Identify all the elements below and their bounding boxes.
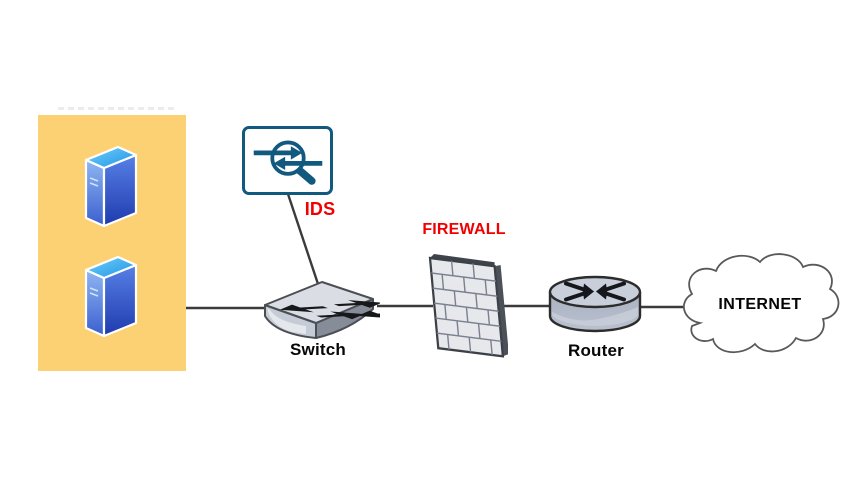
server-icon	[84, 145, 138, 228]
switch-arrows	[279, 300, 380, 320]
router-icon	[548, 275, 642, 333]
internet-label: INTERNET	[718, 296, 802, 313]
ids-sensor-box	[242, 126, 333, 195]
edge-lines	[186, 193, 700, 310]
firewall-brick-wall-icon	[428, 254, 508, 358]
ids-magnifier-arrows-icon	[253, 140, 322, 185]
internet-cloud-icon	[683, 253, 840, 353]
firewall-label: FIREWALL	[422, 221, 506, 238]
router-arrows	[564, 281, 626, 302]
edge-ids-switch	[286, 193, 320, 285]
router-label: Router	[568, 341, 624, 360]
server-vents	[89, 287, 99, 297]
server-icon	[84, 255, 138, 338]
ids-label: IDS	[304, 199, 336, 219]
clipped-text-fragment	[58, 107, 176, 110]
server-vents	[89, 177, 99, 187]
switch-icon	[264, 281, 380, 339]
switch-label: Switch	[290, 340, 346, 359]
